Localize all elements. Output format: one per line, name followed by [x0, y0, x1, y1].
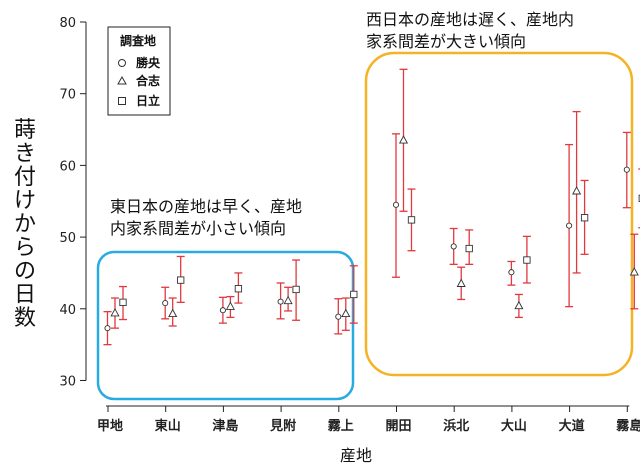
data-point-circle — [219, 307, 226, 314]
data-point-triangle — [168, 308, 178, 318]
data-point-square — [119, 298, 127, 306]
x-tick-label: 見附 — [269, 418, 296, 434]
x-tick-label: 津島 — [212, 418, 238, 434]
data-point-triangle — [283, 295, 293, 305]
x-tick-label: 霧上 — [327, 419, 354, 434]
data-point-circle — [277, 298, 284, 305]
annotation-west-line-2: 家系間差が大きい傾向 — [366, 32, 526, 51]
x-tick-label: 甲地 — [97, 418, 123, 434]
legend-title: 調査地 — [120, 33, 156, 48]
annotation-east-line-2: 内家系間差が小さい傾向 — [110, 219, 286, 238]
data-point-triangle — [629, 267, 639, 276]
y-axis-title-char: ら — [14, 236, 36, 261]
y-axis-title-char: 日 — [14, 283, 36, 308]
data-point-circle — [623, 166, 630, 173]
x-tick-label: 開田 — [385, 419, 411, 434]
x-tick-label: 大道 — [559, 418, 585, 434]
x-tick-label: 浜北 — [443, 418, 469, 434]
data-point-square — [350, 290, 358, 299]
legend-label-1: 勝央 — [136, 55, 161, 70]
data-point-circle — [162, 300, 169, 307]
data-point-circle — [450, 243, 457, 250]
x-tick-label: 霧島 — [615, 418, 640, 434]
y-axis-title-char: か — [14, 212, 36, 237]
legend-marker-circle — [118, 59, 126, 67]
data-point-square — [292, 285, 300, 294]
x-tick-label: 東山 — [155, 418, 181, 434]
annotation-box-east — [96, 250, 355, 401]
data-point-square — [234, 285, 243, 293]
legend-label-3: 日立 — [136, 93, 160, 108]
x-tick-label: 大山 — [501, 418, 527, 434]
data-point-triangle — [110, 307, 120, 317]
y-axis-title-char: 付 — [14, 165, 36, 190]
data-point-square — [523, 256, 531, 264]
data-point-square — [465, 244, 473, 253]
data-point-triangle — [225, 301, 235, 310]
data-point-triangle — [341, 308, 351, 318]
data-point-circle — [566, 222, 573, 229]
data-point-square — [177, 276, 185, 284]
y-tick-label: 70 — [59, 88, 76, 103]
legend-label-2: 合志 — [136, 73, 160, 88]
x-axis-title: 産地 — [340, 446, 372, 465]
data-point-square — [407, 216, 416, 224]
data-point-circle — [104, 325, 111, 332]
y-axis-title-char: け — [14, 189, 36, 214]
data-point-triangle — [398, 135, 409, 144]
data-point-triangle — [514, 300, 524, 310]
data-point-circle — [335, 313, 342, 320]
y-tick-label: 60 — [59, 159, 76, 174]
annotation-box-west — [364, 51, 634, 377]
y-axis-title-char: き — [14, 142, 36, 167]
y-tick-label: 30 — [59, 374, 76, 389]
legend-marker-square — [118, 97, 126, 105]
y-axis-title-char: の — [14, 259, 36, 284]
legend-marker-triangle — [117, 75, 127, 85]
data-point-circle — [392, 201, 400, 208]
data-point-triangle — [456, 278, 466, 287]
annotation-east-line-1: 東日本の産地は早く、産地 — [110, 197, 302, 216]
y-axis-title-char: 数 — [14, 306, 36, 331]
data-point-square — [580, 214, 589, 222]
data-point-triangle — [572, 186, 582, 195]
y-tick-label: 40 — [59, 303, 76, 318]
y-tick-label: 80 — [59, 16, 76, 31]
y-axis-title-char: 蒔 — [14, 118, 36, 143]
annotation-west-line-1: 西日本の産地は遅く、産地内 — [366, 10, 574, 29]
y-tick-label: 50 — [59, 231, 76, 246]
data-point-circle — [508, 269, 515, 276]
